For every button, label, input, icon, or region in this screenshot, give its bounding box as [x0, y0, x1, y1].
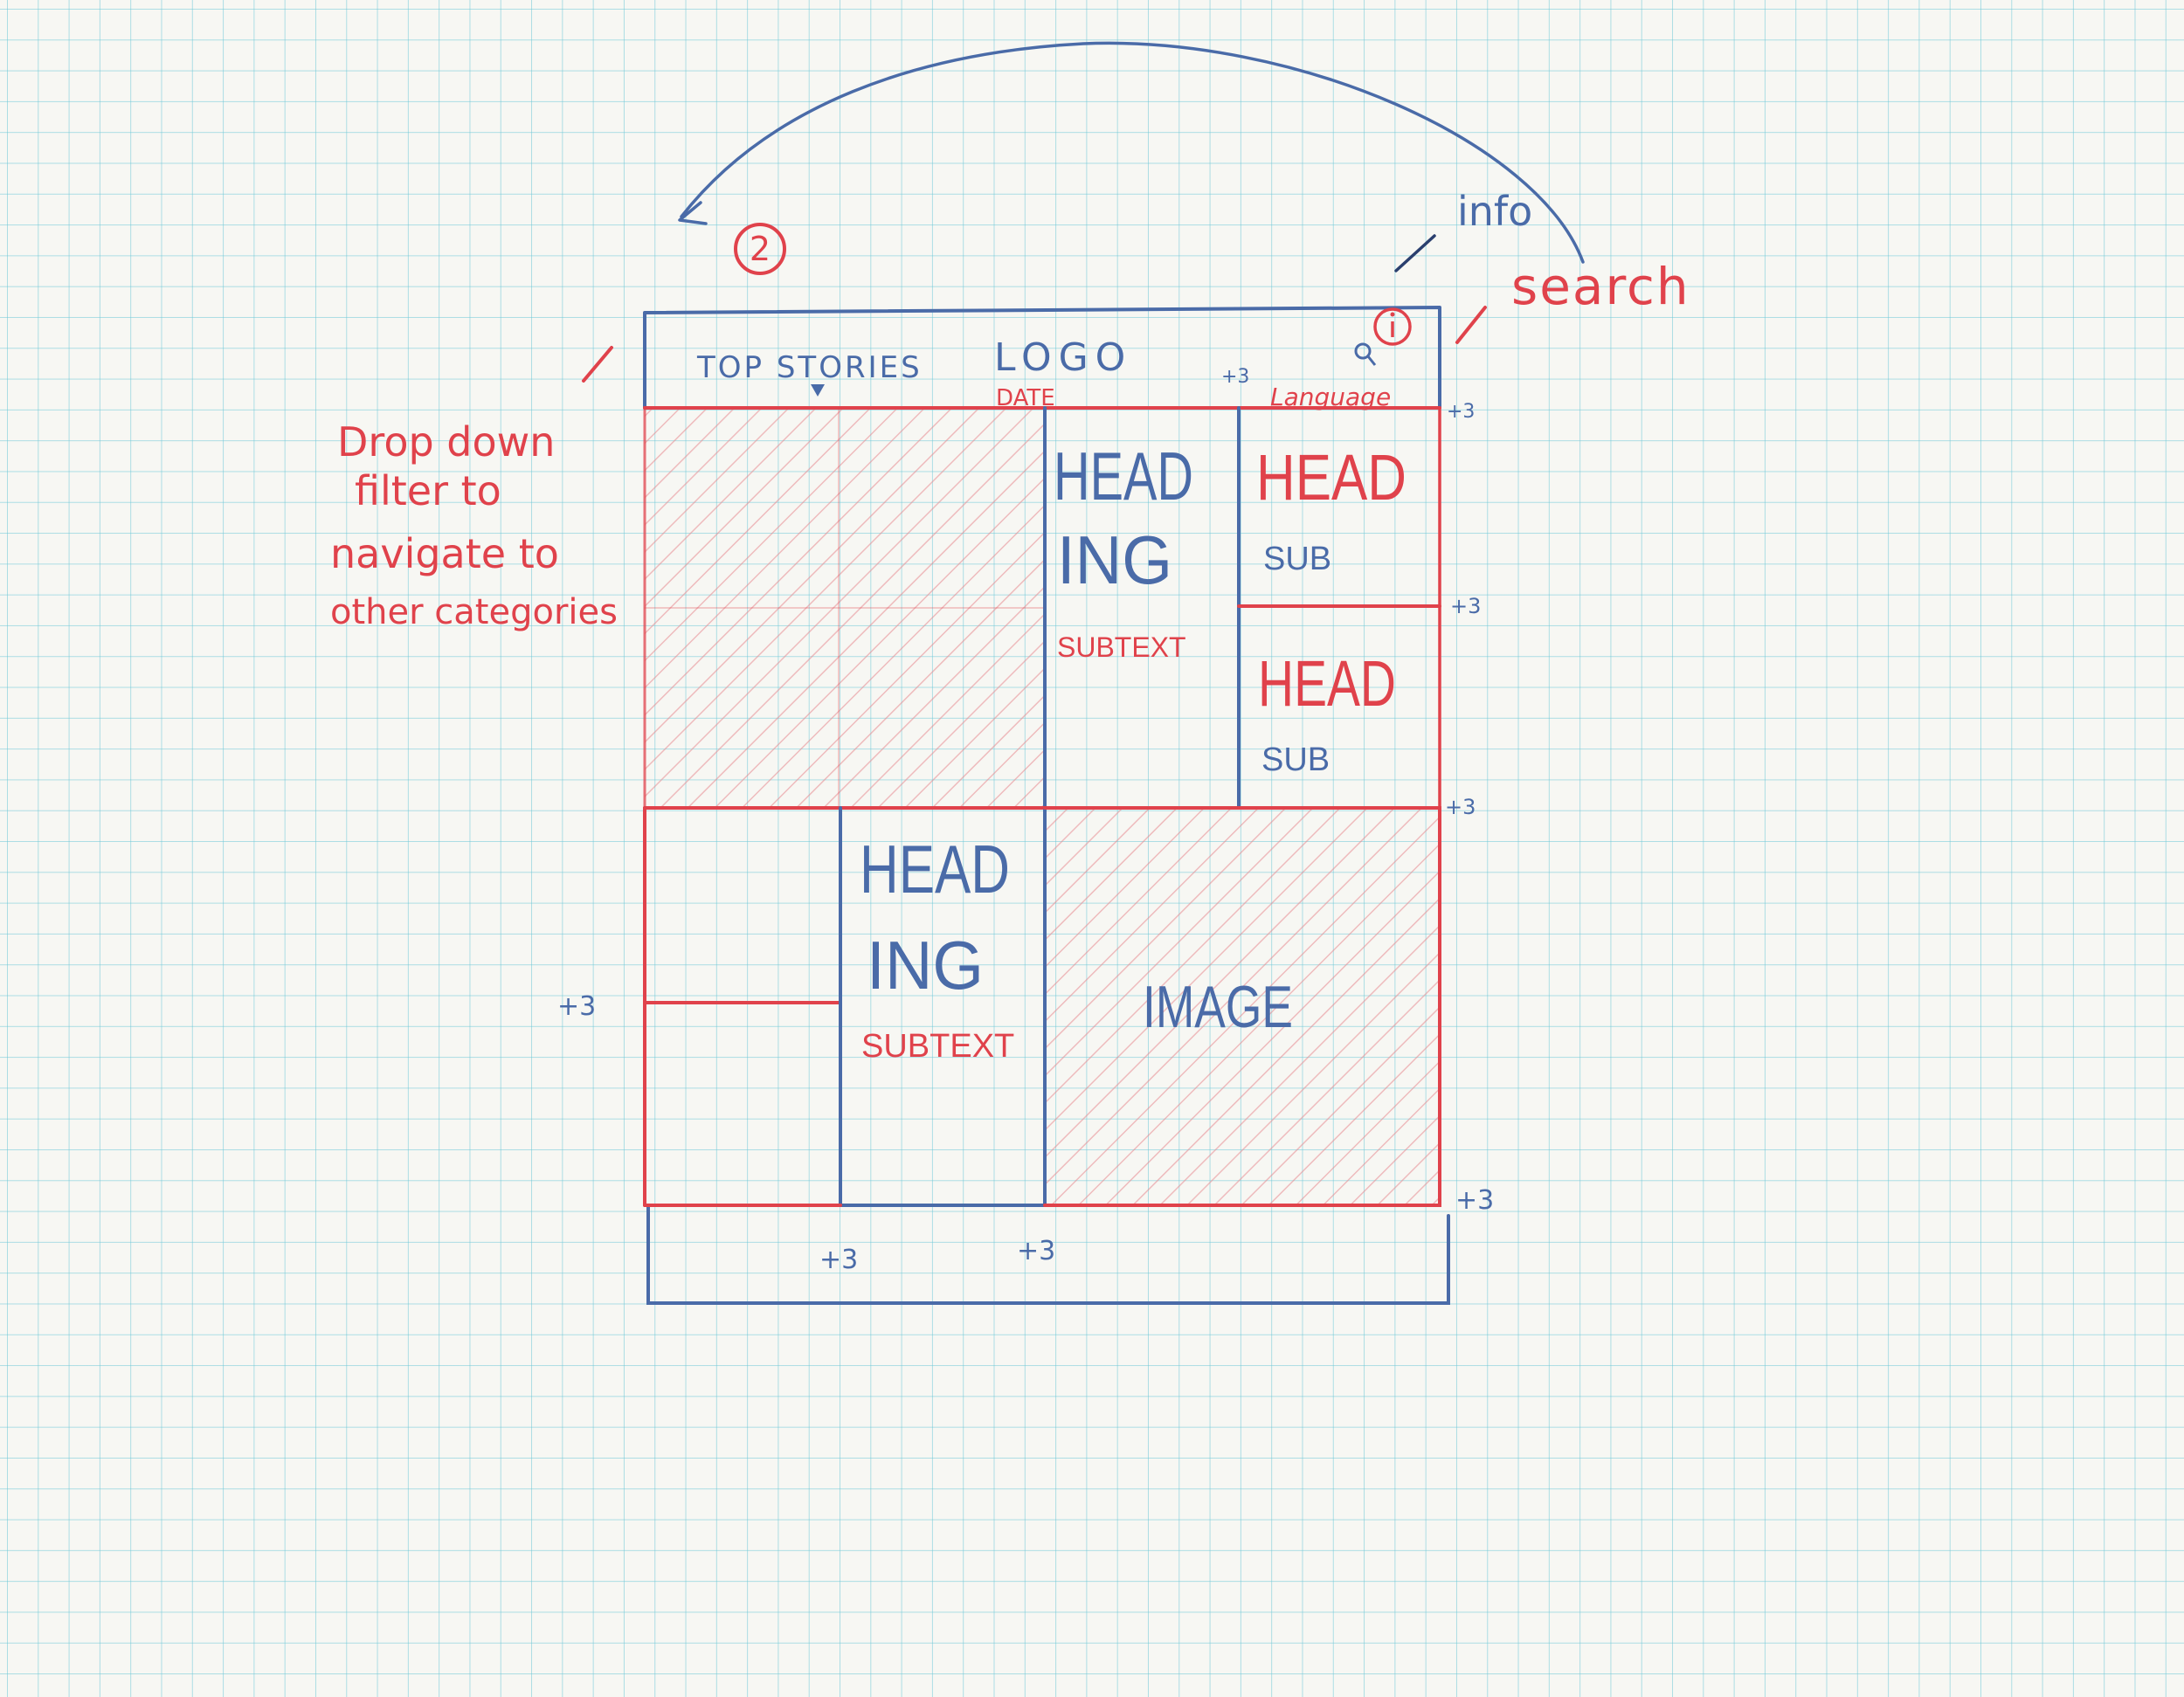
flow-arrow-head [678, 201, 708, 225]
dropdown-note-line: filter to [355, 467, 501, 514]
plus-mark: +3 [1017, 1236, 1055, 1266]
step-number: 2 [750, 230, 771, 268]
footer-box [646, 1204, 1450, 1305]
heading-lower-line: ING [867, 927, 984, 1004]
image-label: IMAGE [1143, 974, 1293, 1040]
dropdown-note: Drop down filter to navigate to other ca… [330, 418, 618, 632]
subtext-lower: SUBTEXT [861, 1028, 1014, 1065]
dropdown-note-line: other categories [330, 592, 618, 632]
head-a: HEAD [1256, 441, 1406, 514]
lower-image-box [1043, 806, 1441, 1207]
sub-a: SUB [1263, 541, 1331, 577]
logo[interactable]: LOGO [994, 335, 1132, 380]
head-b: HEAD [1258, 647, 1396, 720]
dropdown-note-line: navigate to [330, 530, 559, 577]
step-marker: 2 [734, 223, 786, 275]
heading-main-line: HEAD [1054, 438, 1193, 514]
dropdown-pointer [582, 346, 613, 383]
search-icon[interactable] [1354, 342, 1377, 366]
search-note: search [1511, 257, 1690, 316]
heading-main-line: ING [1057, 521, 1172, 598]
flow-arrow [680, 41, 1585, 264]
subtext-main: SUBTEXT [1057, 631, 1186, 663]
plus-mark: +3 [1450, 594, 1481, 618]
lower-image-hatch [1045, 808, 1440, 1205]
plus-mark: +3 [557, 991, 596, 1022]
sub-b: SUB [1261, 742, 1330, 778]
plus-mark: +3 [1221, 366, 1249, 388]
dropdown-note-line: Drop down [337, 418, 555, 466]
header-box [643, 306, 1441, 410]
plus-mark: +3 [1447, 401, 1475, 423]
top-stories-dropdown[interactable]: TOP STORIES [696, 350, 923, 385]
language-selector[interactable]: Language [1270, 383, 1391, 411]
plus-mark: +3 [1445, 795, 1476, 819]
plus-mark: +3 [1455, 1185, 1494, 1216]
info-pointer [1394, 234, 1436, 272]
hero-image-hatch [645, 408, 1045, 808]
heading-lower-line: HEAD [860, 831, 1010, 907]
plus-mark: +3 [819, 1245, 858, 1275]
search-pointer [1455, 306, 1487, 344]
date-label: DATE [996, 385, 1055, 411]
info-note: info [1457, 188, 1532, 235]
dropdown-caret-icon [811, 384, 825, 397]
info-icon[interactable] [1373, 307, 1412, 346]
